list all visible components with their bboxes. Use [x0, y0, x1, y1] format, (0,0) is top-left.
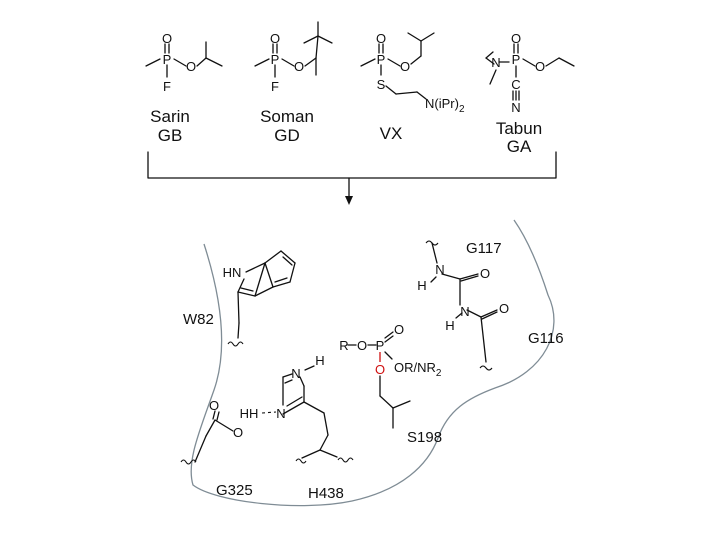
h438-label: H438 — [308, 485, 344, 502]
w82-tryptophan: HN — [223, 250, 296, 347]
tabun-nitrogen-label: N — [491, 55, 500, 70]
vx-amine-label: N(iPr)2 — [425, 96, 465, 115]
soman-structure: O P O F — [254, 21, 333, 94]
g117-g116-backbone: N H O N H O — [417, 240, 509, 371]
sarin-oxo-label: O — [162, 31, 172, 46]
arrow-head-icon — [345, 196, 353, 205]
g116-carbonyl-oxygen-label: O — [499, 301, 509, 316]
tabun-ester-oxygen-label: O — [535, 59, 545, 74]
sarin-phosphorus-label: P — [163, 52, 172, 67]
s198-r-group-label: R — [339, 338, 348, 353]
tabun-cyano-carbon-label: C — [511, 77, 520, 92]
sarin-name: Sarin — [150, 107, 190, 126]
reaction-arrow — [147, 151, 557, 205]
tabun-name: Tabun — [496, 119, 542, 138]
soman-ester-oxygen-label: O — [294, 59, 304, 74]
soman-code: GD — [274, 126, 300, 145]
s198-label: S198 — [407, 429, 442, 446]
vx-structure: O P O S N(iPr)2 — [360, 31, 465, 115]
w82-label: W82 — [183, 311, 214, 328]
tabun-oxo-label: O — [511, 31, 521, 46]
sarin-fluorine-label: F — [163, 79, 171, 94]
h438-imine-nitrogen-label: N — [291, 366, 300, 381]
active-site-pocket-outline — [190, 219, 555, 507]
vx-sulfur-label: S — [377, 77, 386, 92]
tabun-structure: N O P O C N — [485, 31, 575, 115]
vx-name: VX — [380, 124, 403, 143]
w82-nh-label: HN — [223, 265, 242, 280]
soman-oxo-label: O — [270, 31, 280, 46]
g325-glutamate: O O HH — [180, 398, 259, 465]
sarin-code: GB — [158, 126, 183, 145]
g116-nitrogen-label: N — [460, 304, 469, 319]
s198-phosphorus-label: P — [376, 338, 385, 353]
h438-histidine: N H N — [261, 353, 354, 464]
s198-ester-oxygen-label: O — [357, 338, 367, 353]
tabun-code: GA — [507, 137, 532, 156]
s198-phosphonylated-serine: R O P O OR/NR2 O — [339, 322, 442, 429]
g116-nh-hydrogen-label: H — [445, 318, 454, 333]
s198-serine-oxygen-label: O — [375, 362, 385, 377]
h438-nh-hydrogen-label: H — [315, 353, 324, 368]
g325-carbonyl-oxygen-label: O — [209, 398, 219, 413]
sarin-structure: O P O F — [145, 31, 223, 94]
g116-label: G116 — [528, 330, 564, 347]
s198-leaving-group-label: OR/NR2 — [394, 360, 442, 379]
tabun-cyano-nitrogen-label: N — [511, 100, 520, 115]
soman-phosphorus-label: P — [271, 52, 280, 67]
vx-phosphorus-label: P — [377, 52, 386, 67]
g117-nitrogen-label: N — [435, 262, 444, 277]
g325-label: G325 — [216, 482, 253, 499]
h438-ring-nitrogen-label: N — [276, 406, 285, 421]
vx-oxo-label: O — [376, 31, 386, 46]
s198-oxo-label: O — [394, 322, 404, 337]
vx-ester-oxygen-label: O — [400, 59, 410, 74]
g117-carbonyl-oxygen-label: O — [480, 266, 490, 281]
g325-hh-label: HH — [240, 406, 259, 421]
g117-label: G117 — [466, 240, 502, 257]
soman-name: Soman — [260, 107, 314, 126]
soman-fluorine-label: F — [271, 79, 279, 94]
g325-hydroxyl-oxygen-label: O — [233, 425, 243, 440]
tabun-phosphorus-label: P — [512, 52, 521, 67]
sarin-ester-oxygen-label: O — [186, 59, 196, 74]
g117-nh-hydrogen-label: H — [417, 278, 426, 293]
